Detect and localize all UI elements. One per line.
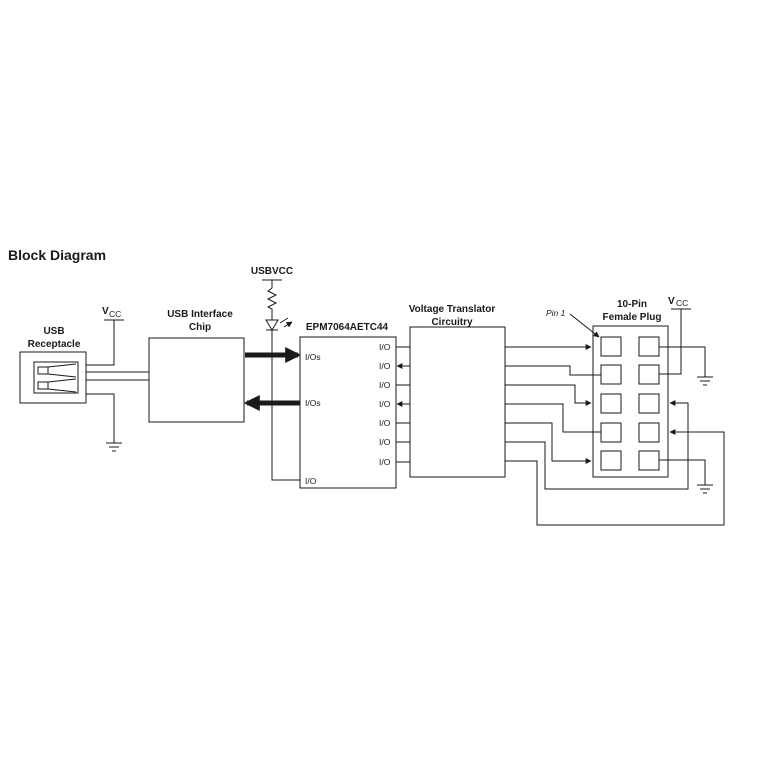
ground-right-top bbox=[659, 346, 713, 386]
diagram-title: Block Diagram bbox=[8, 247, 106, 263]
ground-left bbox=[86, 393, 122, 452]
vcc-left: V CC bbox=[86, 306, 124, 366]
ten-pin-plug: 10-Pin Female Plug Pin 1 bbox=[546, 299, 669, 478]
usbvcc-led-circuit: USBVCC bbox=[251, 266, 300, 481]
usb-receptacle: USB Receptacle bbox=[19, 326, 87, 404]
cpld-io-right-4: I/O bbox=[379, 399, 391, 409]
cpld-epm7064: EPM7064AETC44 I/Os I/Os I/O I/O I/O I/O … bbox=[299, 322, 397, 489]
cpld-ios-top: I/Os bbox=[305, 352, 321, 362]
usbvcc-label: USBVCC bbox=[251, 266, 293, 277]
vcc-right-label: V bbox=[668, 296, 675, 307]
cpld-label: EPM7064AETC44 bbox=[306, 322, 389, 333]
translator-plug-links bbox=[505, 344, 725, 526]
cpld-translator-links bbox=[396, 346, 410, 463]
cpld-ios-bottom: I/Os bbox=[305, 398, 321, 408]
plug-label-1: 10-Pin bbox=[617, 299, 647, 310]
vcc-right-sub: CC bbox=[676, 298, 688, 308]
usb-data-lines bbox=[86, 371, 149, 381]
cpld-io-right-1: I/O bbox=[379, 342, 391, 352]
cpld-io-right-6: I/O bbox=[379, 437, 391, 447]
usb-interface-chip: USB Interface Chip bbox=[148, 309, 245, 423]
cpld-io-right-3: I/O bbox=[379, 380, 391, 390]
vcc-left-label: V bbox=[102, 306, 109, 317]
voltage-translator: Voltage Translator Circuitry bbox=[409, 304, 506, 478]
pin1-label: Pin 1 bbox=[546, 308, 566, 318]
usb-receptacle-label-2: Receptacle bbox=[28, 339, 81, 350]
translator-label-2: Circuitry bbox=[431, 317, 473, 328]
plug-label-2: Female Plug bbox=[603, 312, 662, 323]
usb-interface-label-2: Chip bbox=[189, 322, 211, 333]
usb-receptacle-label-1: USB bbox=[43, 326, 64, 337]
cpld-io-left: I/O bbox=[305, 476, 317, 486]
cpld-io-right-2: I/O bbox=[379, 361, 391, 371]
cpld-io-right-7: I/O bbox=[379, 457, 391, 467]
usb-interface-label-1: USB Interface bbox=[167, 309, 233, 320]
cpld-io-right-5: I/O bbox=[379, 418, 391, 428]
vcc-left-sub: CC bbox=[109, 309, 121, 319]
vcc-right: V CC bbox=[659, 296, 691, 375]
ground-right-bottom bbox=[659, 459, 713, 494]
translator-label-1: Voltage Translator bbox=[409, 304, 496, 315]
